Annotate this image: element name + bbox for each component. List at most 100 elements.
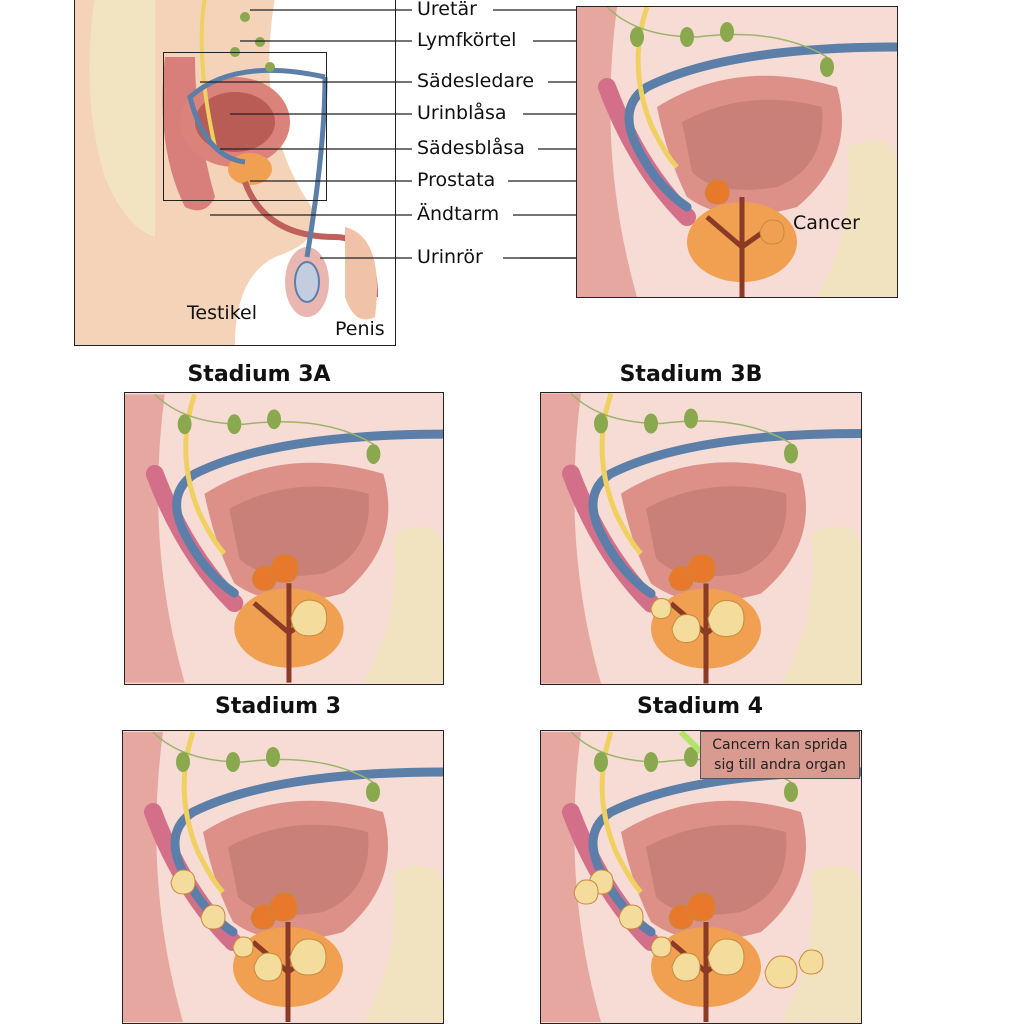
overview-anatomy-panel: [74, 0, 396, 346]
pubic-bone: [817, 140, 897, 297]
overview-illustration: [75, 0, 378, 345]
lymph-node: [177, 414, 192, 435]
cancer-tumor: [650, 936, 672, 958]
lymph-node: [684, 747, 698, 767]
stage-4-illustration: [541, 731, 861, 1022]
label-4: Sädesblåsa: [417, 137, 525, 159]
cancer-metastasis: [573, 879, 599, 905]
vas-deferens: [170, 767, 443, 937]
lymph-vessel: [152, 731, 374, 783]
lymph-node: [594, 752, 608, 772]
cancer-extension: [686, 892, 716, 922]
lymph-node: [266, 747, 280, 767]
lymph-node: [644, 413, 658, 434]
label-0: Uretär: [417, 0, 477, 20]
lymph-node: [594, 413, 608, 434]
penis: [345, 227, 377, 320]
stage-3a-illustration: [125, 393, 443, 683]
cancer-tumor: [759, 219, 785, 245]
cancer-extension: [269, 553, 299, 583]
stage-title-3: Stadium 3: [214, 694, 342, 719]
cancer-seminal-vesicle: [618, 904, 644, 930]
label-6: Ändtarm: [417, 203, 500, 225]
cancer-seminal-vesicle: [170, 869, 196, 895]
label-5: Prostata: [417, 169, 496, 191]
prostate-detail-panel: [576, 6, 898, 298]
bladder-interior: [228, 824, 369, 915]
cancer-tumor: [650, 597, 672, 620]
cancer-metastasis: [764, 955, 798, 989]
lymph-node: [630, 27, 644, 47]
lymph-node: [680, 27, 694, 47]
stage-4-spread-note: Cancern kan sprida sig till andra organ: [700, 731, 860, 779]
cancer-extension: [686, 553, 716, 584]
pubic-bone: [781, 526, 861, 684]
lymph-node: [265, 62, 275, 72]
lymph-node: [176, 752, 190, 772]
cancer-seminal-vesicle: [200, 904, 226, 930]
cancer-tumor: [253, 952, 283, 982]
stage-title-4: Stadium 4: [636, 694, 764, 719]
cancer-tumor: [671, 613, 701, 644]
lymph-node: [226, 752, 240, 772]
rectum-wall: [123, 732, 183, 1022]
testicle: [294, 261, 320, 303]
rectum-wall: [577, 7, 637, 297]
cancer-extension: [268, 892, 298, 922]
bladder-interior: [646, 824, 787, 915]
bladder-interior: [646, 486, 787, 577]
lymph-node: [684, 408, 698, 429]
lymph-node: [227, 414, 242, 435]
label-cancer: Cancer: [793, 212, 860, 234]
cancer-tumor: [289, 938, 327, 976]
cancer-tumor: [707, 599, 745, 638]
spine: [89, 0, 155, 237]
lymph-vessel: [570, 393, 792, 445]
label-7: Urinrör: [417, 246, 483, 268]
cancer-tumor: [707, 938, 745, 976]
cancer-tumor: [671, 952, 701, 982]
label-penis: Penis: [335, 318, 385, 340]
lymph-node: [240, 12, 250, 22]
bladder-inner: [195, 92, 275, 152]
lymph-node: [784, 782, 798, 802]
zoom-region-box: [163, 52, 327, 201]
pubic-bone: [781, 865, 861, 1022]
vas-deferens: [624, 42, 897, 212]
cancer-tumor: [232, 936, 254, 958]
lymph-node: [366, 444, 381, 464]
bladder-interior: [682, 99, 823, 190]
rectum-wall: [541, 732, 601, 1022]
stage-3-illustration: [123, 731, 443, 1022]
ureter: [199, 0, 217, 148]
lymph-node: [255, 37, 265, 47]
lymph-node: [820, 57, 834, 77]
cancer-cells-bladder-base: [704, 179, 730, 205]
lymph-node: [784, 443, 798, 464]
stage-3b-panel: [540, 392, 862, 685]
rectum-wall: [125, 394, 185, 683]
lymph-node: [267, 409, 282, 430]
lymph-vessel: [154, 393, 374, 445]
stage-3-panel: [122, 730, 444, 1024]
lymph-node: [720, 22, 734, 42]
rectum-wall: [541, 393, 601, 684]
prostate-illustration: [577, 7, 897, 297]
pubic-bone: [363, 865, 443, 1022]
cancer-tumor: [290, 599, 328, 637]
bladder-interior: [229, 486, 369, 577]
spread-arrow: [678, 731, 704, 755]
stage-4-panel: [540, 730, 862, 1024]
stage-title-3a: Stadium 3A: [187, 362, 331, 387]
vas-deferens: [588, 429, 861, 598]
pubic-bone: [363, 526, 443, 683]
stage-title-3b: Stadium 3B: [619, 362, 763, 387]
label-testikel: Testikel: [187, 302, 257, 324]
label-3: Urinblåsa: [417, 102, 507, 124]
stage-3a-panel: [124, 392, 444, 685]
label-1: Lymfkörtel: [417, 29, 517, 51]
cancer-metastasis: [798, 949, 824, 975]
lymph-vessel: [606, 7, 828, 58]
stage-3b-illustration: [541, 393, 861, 684]
vas-deferens: [187, 67, 328, 258]
